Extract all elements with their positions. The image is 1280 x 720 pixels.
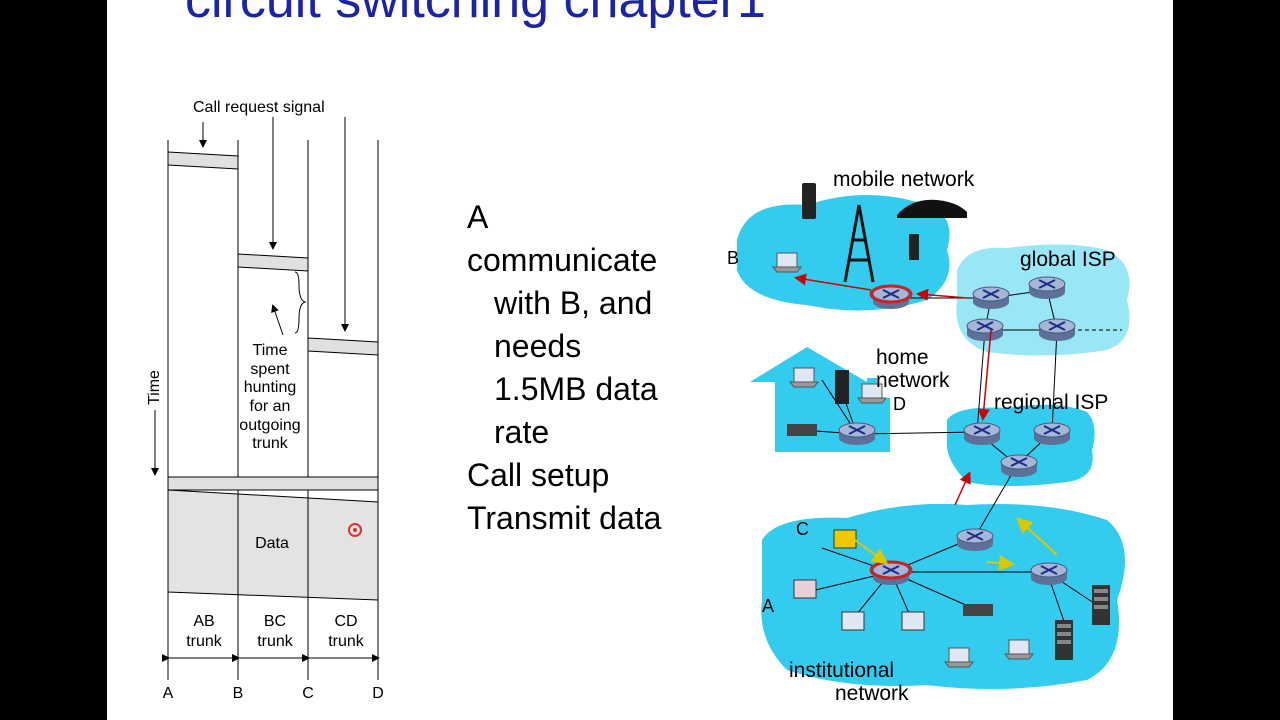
trunk-ab-label: AB (193, 613, 214, 630)
laptop-icon (1004, 639, 1034, 660)
laptop-home-icon (789, 367, 819, 388)
diagram-canvas: Call request signal Time Time spent hunt… (146, 99, 1130, 705)
home-router-icon (838, 422, 876, 446)
host-c-label: C (796, 519, 809, 539)
time-axis-label: Time (146, 370, 163, 405)
bullet-list: A communicate with B, and needs 1.5MB da… (467, 196, 661, 540)
hunting-label-4: for an (250, 398, 291, 415)
phone-icon (802, 183, 816, 219)
bullet-line: needs (494, 328, 582, 364)
global-router-3-icon (966, 318, 1004, 342)
hunting-label-2: spent (250, 361, 290, 378)
bullet-line: Call setup (467, 457, 610, 493)
global-router-1-icon (972, 286, 1010, 310)
laptop-icon (944, 647, 974, 668)
host-a-label: A (762, 596, 774, 616)
bullet-line: with B, and (494, 285, 653, 321)
laptop-b-icon (772, 252, 802, 273)
desktop-icon (841, 611, 865, 631)
global-router-4-icon (1038, 318, 1076, 342)
hunting-label-6: trunk (252, 435, 289, 452)
call-request-label: Call request signal (193, 99, 325, 116)
bullet-line: rate (494, 414, 550, 450)
hunting-label-3: hunting (244, 379, 297, 396)
global-router-2-icon (1028, 276, 1066, 300)
cell-tower-icon (843, 204, 875, 283)
desktop-a-icon (793, 579, 817, 599)
trunk-bc-word: trunk (257, 633, 294, 650)
hunting-label-5: outgoing (239, 417, 300, 434)
host-b-label: B (727, 248, 739, 268)
global-isp-label: global ISP (1020, 248, 1116, 271)
inst-router-3-icon (1030, 562, 1068, 586)
regional-isp-label: regional ISP (994, 391, 1108, 414)
mobile-router-icon (872, 286, 910, 310)
server-1-icon (1092, 585, 1110, 625)
bullet-line: A (467, 199, 489, 235)
regional-router-2-icon (1033, 422, 1071, 446)
bullet-line: 1.5MB data (494, 371, 658, 407)
institutional-label-1: institutional (789, 659, 894, 682)
trunk-bc-label: BC (264, 613, 286, 630)
institutional-network-cloud (761, 503, 1125, 689)
hunting-label-1: Time (253, 342, 288, 359)
desktop-icon (901, 611, 925, 631)
trunk-cd-word: trunk (328, 633, 365, 650)
network-diagram: mobile network global ISP home network r… (727, 168, 1130, 705)
trunk-cd-label: CD (334, 613, 357, 630)
timing-diagram: Call request signal Time Time spent hunt… (146, 99, 384, 702)
bullet-line: Transmit data (467, 500, 662, 536)
institutional-label-2: network (835, 682, 909, 705)
inst-router-2-icon (872, 562, 910, 586)
traffic-light-icon (909, 234, 919, 260)
regional-router-1-icon (963, 422, 1001, 446)
mobile-network-label: mobile network (833, 168, 975, 191)
node-c-label: C (302, 685, 314, 702)
slide: circuit switching chapter1 (107, 0, 1173, 720)
regional-router-3-icon (1000, 454, 1038, 478)
data-label: Data (255, 535, 289, 552)
bullet-line: communicate (467, 242, 658, 278)
home-network-label-2: network (876, 369, 950, 392)
home-network-label-1: home (876, 346, 929, 369)
cursor-pointer-icon (348, 523, 362, 537)
host-d-label: D (893, 394, 906, 414)
server-2-icon (1055, 620, 1073, 660)
slide-title: circuit switching chapter1 (185, 0, 766, 29)
trunk-ab-word: trunk (186, 633, 223, 650)
desktop-c-icon (833, 529, 857, 549)
node-a-label: A (163, 685, 174, 702)
fridge-icon (835, 370, 849, 404)
mobile-network-cloud (737, 195, 950, 311)
wifi-router-inst-icon (963, 604, 993, 616)
node-d-label: D (372, 685, 384, 702)
car-icon (897, 199, 967, 218)
inst-router-1-icon (956, 528, 994, 552)
node-b-label: B (233, 685, 244, 702)
wifi-router-home-icon (787, 424, 817, 436)
